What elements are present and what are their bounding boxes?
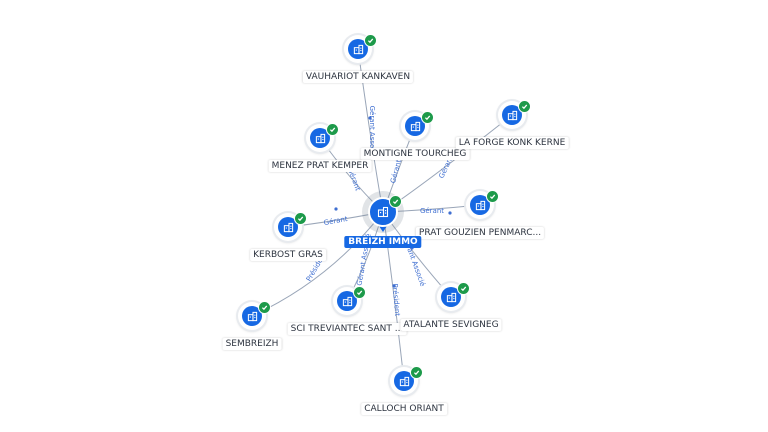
company-node-label[interactable]: KERBOST GRAS — [250, 249, 326, 261]
company-building-icon — [348, 39, 368, 59]
company-node-circle[interactable] — [390, 367, 418, 395]
company-building-icon — [394, 371, 414, 391]
edge-arrow-calloch — [392, 284, 396, 288]
company-node-label[interactable]: CALLOCH ORIANT — [361, 403, 447, 415]
edge-label-prat: Gérant — [420, 207, 444, 215]
center-company-label[interactable]: BREIZH IMMO — [344, 236, 422, 248]
company-building-icon — [470, 195, 490, 215]
company-building-icon — [242, 306, 262, 326]
company-building-icon — [278, 217, 298, 237]
verified-check-icon — [326, 123, 339, 136]
verified-check-icon — [457, 282, 470, 295]
company-building-icon — [377, 203, 389, 222]
verified-check-icon — [486, 190, 499, 203]
verified-check-icon — [258, 301, 271, 314]
verified-check-icon — [410, 366, 423, 379]
edge-label-calloch: Président — [391, 283, 402, 316]
company-node-label[interactable]: SEMBREIZH — [222, 338, 282, 350]
verified-check-icon — [364, 34, 377, 47]
edge-label-kerbost: Gérant — [323, 215, 348, 227]
verified-check-icon — [421, 111, 434, 124]
center-pin-tip — [377, 223, 389, 232]
company-building-icon — [441, 287, 461, 307]
company-building-icon — [502, 105, 522, 125]
company-node-label[interactable]: ATALANTE SEVIGNEG — [400, 319, 502, 331]
edge-arrow-vauhariot — [368, 116, 372, 120]
edge-calloch — [382, 211, 405, 382]
company-node-circle[interactable] — [238, 302, 266, 330]
company-node-label[interactable]: MENEZ PRAT KEMPER — [268, 160, 372, 172]
edge-arrow-prat — [448, 211, 452, 215]
edge-arrow-kerbost — [334, 207, 338, 211]
company-node-label[interactable]: LA FORGE KONK KERNE — [455, 137, 569, 149]
company-node-circle[interactable] — [401, 112, 429, 140]
company-building-icon — [310, 128, 330, 148]
verified-check-icon — [389, 195, 402, 208]
company-node-label[interactable]: MONTIGNE TOURCHEG — [360, 148, 470, 160]
company-node-label[interactable]: SCI TREVIANTEC SANT ... — [287, 323, 407, 335]
verified-check-icon — [353, 286, 366, 299]
edge-label-vauhariot: Gérant Associé — [368, 106, 376, 159]
company-building-icon — [405, 116, 425, 136]
edge-label-montigne: Gérant — [389, 159, 403, 185]
company-node-label[interactable]: PRAT GOUZIEN PENMARC... — [415, 227, 545, 239]
company-node-label[interactable]: VAUHARIOT KANKAVEN — [302, 71, 414, 83]
verified-check-icon — [518, 100, 531, 113]
company-building-icon — [337, 291, 357, 311]
verified-check-icon — [294, 212, 307, 225]
